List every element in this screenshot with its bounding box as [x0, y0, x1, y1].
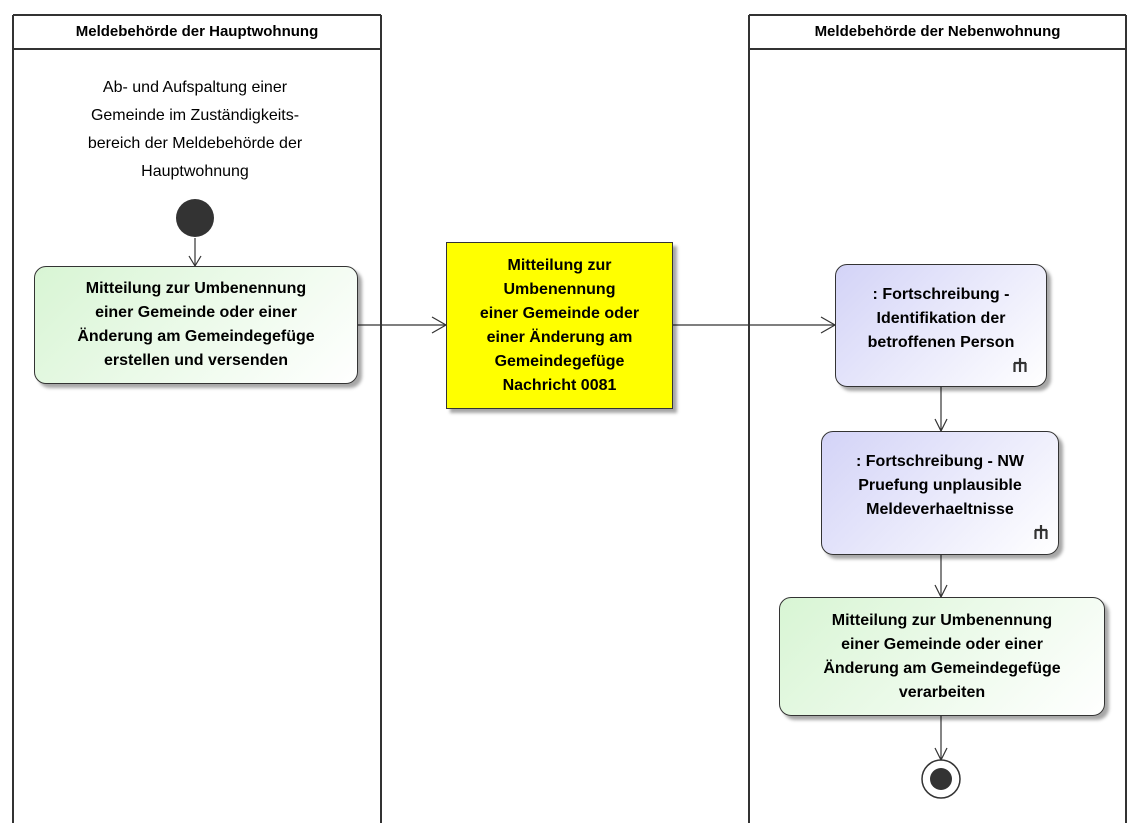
lane-title-nebenwohnung: Meldebehörde der Nebenwohnung: [814, 23, 1061, 40]
send-notification-label: Mitteilung zur Umbenennung einer Gemeind…: [77, 280, 315, 369]
message-0081-label: Mitteilung zur Umbenennung einer Gemeind…: [479, 256, 640, 394]
message-0081-object[interactable]: Mitteilung zur Umbenennung einer Gemeind…: [446, 242, 673, 409]
final-node-center: [930, 768, 952, 790]
send-notification-action[interactable]: Mitteilung zur Umbenennung einer Gemeind…: [34, 266, 358, 384]
process-notification-action[interactable]: Mitteilung zur Umbenennung einer Gemeind…: [779, 597, 1105, 716]
subactivity-rake-icon: [1034, 525, 1048, 539]
subactivity-rake-icon: [1013, 358, 1027, 372]
identify-person-activity[interactable]: : Fortschreibung - Identifikation der be…: [835, 264, 1047, 387]
plausibility-check-activity[interactable]: : Fortschreibung - NW Pruefung unplausib…: [821, 431, 1059, 555]
plausibility-check-label: : Fortschreibung - NW Pruefung unplausib…: [856, 453, 1024, 518]
process-notification-label: Mitteilung zur Umbenennung einer Gemeind…: [823, 611, 1061, 701]
start-note: Ab- und Aufspaltung einer Gemeinde im Zu…: [87, 79, 303, 180]
identify-person-label: : Fortschreibung - Identifikation der be…: [867, 285, 1015, 351]
initial-node: [176, 199, 214, 237]
lane-title-hauptwohnung: Meldebehörde der Hauptwohnung: [75, 23, 319, 40]
